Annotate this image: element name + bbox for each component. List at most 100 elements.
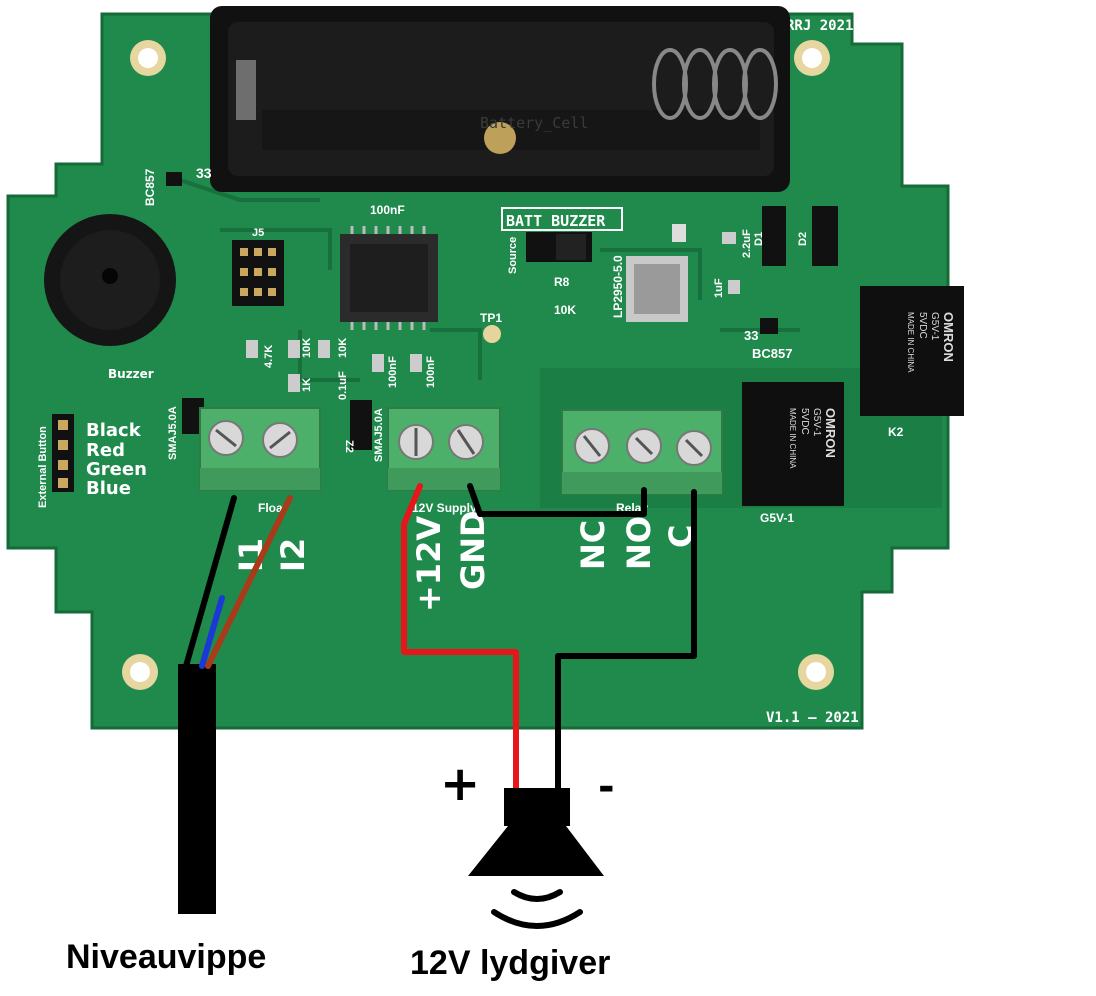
relay-g5v1: OMRON G5V-1 5VDC MADE IN CHINA G5V-1: [742, 382, 844, 525]
silk-cap-2u2: 2.2uF: [741, 229, 753, 258]
silk-supply: 12V Supply: [412, 501, 477, 515]
relay-k2-model: G5V-1: [929, 312, 940, 341]
silk-float: Float: [258, 501, 287, 515]
ext-wire-green: Green: [86, 459, 147, 480]
wire-relay-c-black: [555, 489, 697, 793]
capacitor: [372, 354, 384, 372]
pcb-board: RRJ 2021 V1.1 – 2021 Battery_Cell Buzzer: [6, 6, 964, 730]
silk-q-top: BC857: [143, 168, 157, 206]
float-switch-caption: Niveauvippe: [66, 938, 267, 976]
pin-label-plus12v: +12V: [410, 516, 448, 612]
battery-label: Battery_Cell: [480, 114, 588, 132]
terminal-supply: 12V Supply: [387, 407, 501, 515]
pin-label-gnd: GND: [454, 510, 492, 590]
wire-gnd-black: [467, 483, 647, 517]
silk-icsp: J5: [252, 227, 264, 239]
relay-g5v1-volt: 5VDC: [799, 408, 810, 435]
silk-cap-mcu: 100nF: [370, 203, 405, 217]
silk-cap-01u: 0.1uF: [337, 371, 349, 400]
silk-cap-100n-a: 100nF: [387, 356, 399, 388]
silk-tvs2: SMAJ5.0A: [373, 408, 385, 462]
capacitor-2u2: [722, 232, 736, 244]
buzzer-label: Buzzer: [108, 367, 154, 381]
voltage-regulator: LP2950-5.0: [611, 224, 688, 322]
speaker-magnet: [504, 788, 570, 826]
relay-k2-origin: MADE IN CHINA: [906, 312, 915, 373]
buzzer: Buzzer: [44, 214, 176, 381]
terminal-float: Float: [199, 407, 321, 515]
transistor-bottom: [760, 318, 778, 334]
jumper-title: BATT BUZZER: [506, 212, 606, 230]
silk-relay-k2: K2: [888, 425, 904, 439]
relay-g5v1-model: G5V-1: [811, 408, 822, 437]
battery-holder: Battery_Cell: [210, 6, 790, 192]
capacitor-1u: [728, 280, 740, 294]
jumper-side: Source: [507, 237, 519, 274]
mounting-hole: [130, 40, 166, 76]
external-button-header: External Button Black Red Green Blue: [37, 414, 147, 508]
speaker-minus-label: -: [598, 764, 615, 810]
ext-wire-red: Red: [86, 440, 125, 461]
silk-version: V1.1 – 2021: [766, 710, 859, 726]
icsp-header: J5: [232, 227, 284, 306]
pin-label-c: C: [662, 525, 700, 548]
wires: [178, 483, 697, 914]
sound-wave-outer: [491, 909, 583, 929]
microcontroller: 100nF: [340, 203, 438, 330]
speaker-plus-label: +: [440, 756, 480, 812]
sound-wave-inner: [511, 889, 563, 902]
tvs-diode-2: [350, 400, 372, 450]
battery-spring: [652, 48, 778, 120]
pin-label-no: NO: [620, 516, 658, 570]
silk-copyright: RRJ 2021: [786, 18, 853, 34]
relay-g5v1-origin: MADE IN CHINA: [788, 408, 797, 469]
diode-d1: [762, 206, 786, 266]
mounting-hole: [122, 654, 158, 690]
float-switch-cable: [178, 664, 216, 914]
silk-r-10k-b: 10K: [337, 338, 349, 358]
silk-r-10k-a: 10K: [301, 338, 313, 358]
relay-k2-volt: 5VDC: [917, 312, 928, 339]
resistor: [246, 340, 258, 358]
silk-r-bottom: 33: [744, 328, 758, 343]
silk-cap-100n-b: 100nF: [425, 356, 437, 388]
test-point: [483, 325, 501, 343]
wire-float-blue: [199, 595, 225, 669]
wire-float-brown: [205, 495, 293, 669]
silk-regulator: LP2950-5.0: [611, 255, 625, 318]
mounting-hole: [798, 654, 834, 690]
relay-k2: OMRON G5V-1 5VDC MADE IN CHINA K2: [860, 286, 964, 439]
buzzer-jumper: BATT BUZZER Source R8 10K: [501, 207, 623, 317]
ext-wire-blue: Blue: [86, 478, 131, 499]
ext-wire-black: Black: [86, 420, 142, 441]
silk-r8-val: 10K: [554, 303, 576, 317]
siren-speaker: + -: [440, 756, 615, 929]
tvs-diode-1: [182, 398, 204, 434]
external-button-title: External Button: [37, 426, 49, 508]
resistor: [318, 340, 330, 358]
resistor: [288, 374, 300, 392]
silk-tp1: TP1: [480, 311, 502, 325]
wire-float-black: [183, 495, 237, 669]
wire-supply-red: [401, 483, 519, 793]
pin-label-i2: I2: [274, 538, 312, 572]
transistor-top: [166, 172, 182, 186]
diode-d2: [812, 206, 838, 266]
silk-r-1k: 1K: [301, 378, 313, 392]
speaker-cone: [468, 826, 604, 876]
silk-q-bottom: BC857: [752, 346, 792, 361]
silk-d2: D2: [797, 232, 809, 246]
relay-g5v1-brand: OMRON: [823, 408, 838, 458]
silk-r-top: 33: [196, 165, 212, 181]
silk-z2: Z2: [343, 440, 355, 453]
relay-k2-brand: OMRON: [941, 312, 956, 362]
pin-label-nc: NC: [574, 520, 612, 570]
siren-caption: 12V lydgiver: [410, 944, 611, 982]
resistor: [288, 340, 300, 358]
silk-tvs1: SMAJ5.0A: [167, 406, 179, 460]
silk-r-47k: 4.7K: [263, 345, 275, 368]
silk-cap-1u: 1uF: [713, 278, 725, 298]
silk-r8: R8: [554, 275, 570, 289]
silk-relay-g5v1: G5V-1: [760, 511, 794, 525]
